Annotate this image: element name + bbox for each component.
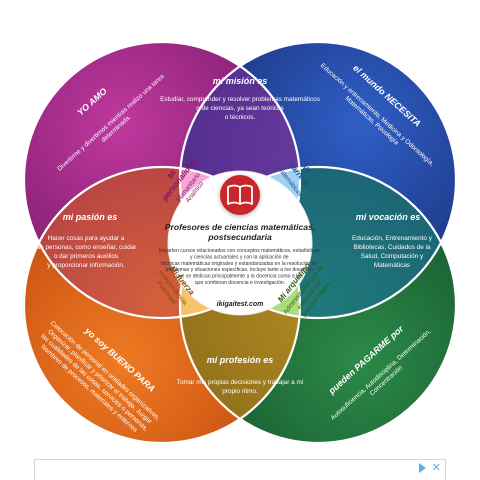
close-icon[interactable]: ✕: [431, 461, 441, 474]
center-desc-line2: y ciencias actuariales y con la aplicaci…: [190, 254, 289, 260]
vocation-text-line2: Bibliotecas, Cuidados de la: [353, 244, 431, 251]
mission-title: mi misión es: [213, 76, 268, 86]
circle-outlines: [22, 40, 458, 445]
center-url[interactable]: ikigaitest.com: [217, 301, 264, 308]
profession-text: Tomar mis propias decisiones y trabajar …: [177, 379, 303, 395]
passion-title: mi pasión es: [63, 212, 118, 222]
passion-text-line2: las personas, como enseñar, cuidar: [36, 244, 138, 251]
center-ring: [167, 170, 313, 316]
ad-controls: ✕: [415, 462, 441, 474]
vocation-text-line3: Salud, Computación y: [361, 253, 424, 260]
passion-text: Hacer cosas para ayudar a las personas, c…: [36, 235, 138, 269]
vocation-text-line4: Matemáticas: [374, 262, 410, 269]
passion-text-line4: y proporcionar información.: [47, 262, 125, 269]
vocation-title: mi vocación es: [356, 212, 421, 222]
mission-text-line1: Estudiar, comprender y resolver problema…: [160, 96, 320, 103]
center-title: Profesores de ciencias matemáticas,posts…: [165, 222, 315, 242]
center-title-line1: Profesores de ciencias matemáticas,: [165, 222, 315, 232]
mission-text: Estudiar, comprender y resolver problema…: [160, 96, 320, 121]
profession-text-line1: Tomar mis propias decisiones y trabajar …: [177, 379, 303, 386]
center-desc-line6: que combinan docencia e investigación.: [195, 280, 285, 286]
center-desc-line4: problemas y situaciones específicas. Inc…: [166, 267, 314, 273]
center-circle: [168, 171, 312, 315]
ad-banner[interactable]: ✕: [34, 459, 446, 480]
profession-title: mi profesión es: [207, 355, 274, 365]
profession-text-line2: propio ritmo.: [222, 388, 258, 395]
mission-text-line2: o de ciencias, ya sean teóricos: [196, 105, 283, 112]
ad-choices-icon[interactable]: [418, 463, 426, 473]
center-desc-line1: Imparten cursos relacionados con concept…: [159, 248, 321, 254]
center-desc-line3: técnicas matemáticas originales y estand…: [161, 261, 317, 267]
open-book-icon: [227, 184, 253, 205]
center-desc-line5: que se dedican principalmente a la docen…: [176, 274, 303, 280]
vocation-text: Educación, Entrenamiento y Bibliotecas, C…: [352, 235, 433, 269]
mission-text-line3: o técnicos.: [225, 114, 256, 121]
passion-text-line1: Hacer cosas para ayudar a: [48, 235, 125, 242]
passion-text-line3: o dar primeros auxilios: [54, 253, 118, 260]
center-description: Imparten cursos relacionados con concept…: [159, 248, 322, 286]
center-title-line2: postsecundaria: [207, 232, 272, 242]
vocation-text-line1: Educación, Entrenamiento y: [352, 235, 433, 242]
